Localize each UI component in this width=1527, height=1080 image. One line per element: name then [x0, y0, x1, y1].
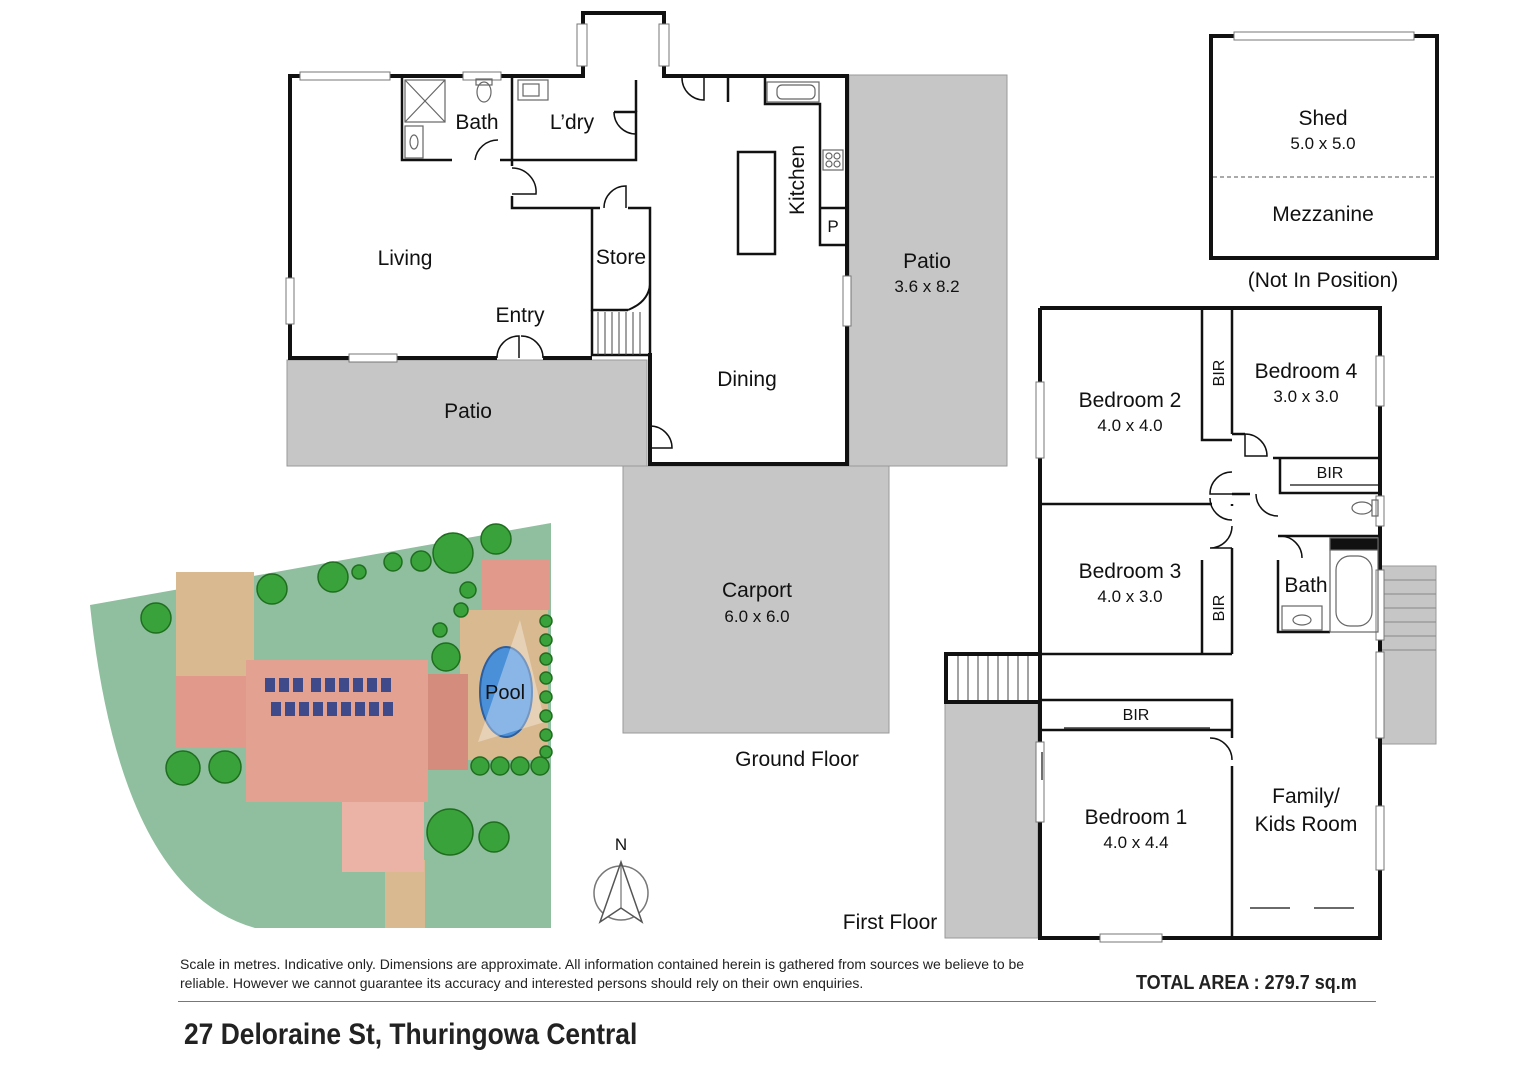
shed-dims: 5.0 x 5.0	[1290, 134, 1355, 153]
ground-windows	[285, 23, 852, 363]
patio-front-area	[286, 359, 648, 467]
bedroom-1-dims: 4.0 x 4.4	[1103, 833, 1168, 852]
shed-note: (Not In Position)	[1248, 269, 1399, 292]
shed-window	[1233, 31, 1415, 41]
total-area-unit: sq.m	[1314, 972, 1357, 994]
ground-walls	[288, 11, 849, 466]
bir-markers	[1041, 330, 1378, 909]
entry-label: Entry	[495, 304, 545, 327]
bedroom-4-dims: 3.0 x 3.0	[1273, 387, 1338, 406]
living-label: Living	[378, 247, 433, 270]
first-windows	[1035, 355, 1385, 943]
external-stairs	[1379, 565, 1437, 745]
bir-label-bed4: BIR	[1317, 465, 1344, 482]
total-area-value: 279.7	[1264, 972, 1310, 994]
ground-inner-walls	[400, 78, 847, 357]
solar-panels	[265, 678, 393, 716]
pool-shade-sail	[478, 620, 545, 742]
first-floor-label: First Floor	[843, 911, 938, 934]
bedroom-2-label: Bedroom 2	[1079, 389, 1182, 412]
mezzanine-label: Mezzanine	[1272, 203, 1374, 226]
bedroom-4-label: Bedroom 4	[1255, 360, 1358, 383]
shed-label: Shed	[1298, 107, 1347, 130]
ground-stairs	[597, 312, 641, 355]
first-stairs	[957, 656, 1029, 700]
roof-east	[428, 674, 468, 770]
patio-side-area	[848, 74, 1008, 467]
bedroom-2-dims: 4.0 x 4.0	[1097, 416, 1162, 435]
garden-shrubs	[140, 523, 553, 856]
family-label-line1: Family/	[1272, 785, 1340, 808]
ground-fixtures	[404, 78, 844, 171]
pool-label: Pool	[485, 682, 525, 704]
compass-north-label: N	[615, 835, 627, 854]
bir-label-bed3: BIR	[1211, 595, 1228, 622]
bir-label-bed2: BIR	[1211, 360, 1228, 387]
external-stair-treads	[1380, 579, 1436, 651]
laundry-label: L’dry	[550, 111, 595, 134]
ground-floor: Bath L’dry Kitchen P Living Store Entry …	[285, 11, 1008, 771]
ground-doors	[474, 77, 705, 449]
ground-floor-label: Ground Floor	[735, 748, 859, 771]
kitchen-label: Kitchen	[786, 145, 809, 215]
first-doors	[1209, 433, 1303, 761]
first-walls	[944, 306, 1382, 940]
bath-first-label: Bath	[1284, 574, 1327, 597]
disclaimer-text: Scale in metres. Indicative only. Dimens…	[180, 956, 1025, 991]
total-area-label: TOTAL AREA :	[1136, 972, 1260, 994]
pool-shape	[479, 646, 533, 738]
bedroom-1-label: Bedroom 1	[1085, 806, 1188, 829]
family-label-line2: Kids Room	[1255, 813, 1358, 836]
bir-label-bed1: BIR	[1123, 707, 1150, 724]
pantry-label: P	[827, 217, 838, 236]
carport-dims: 6.0 x 6.0	[724, 607, 789, 626]
patio-front-label: Patio	[444, 400, 492, 423]
bath-ground-label: Bath	[455, 111, 498, 134]
property-address: 27 Deloraine St, Thuringowa Central	[184, 1018, 638, 1051]
store-label: Store	[596, 246, 646, 269]
roof-porch	[342, 802, 424, 872]
first-fixtures	[1281, 499, 1379, 633]
dining-label: Dining	[717, 368, 777, 391]
first-floor-deck	[944, 701, 1039, 939]
patio-side-dims: 3.6 x 8.2	[894, 277, 959, 296]
bedroom-3-label: Bedroom 3	[1079, 560, 1182, 583]
bedroom-3-dims: 4.0 x 3.0	[1097, 587, 1162, 606]
shed-plan: Shed 5.0 x 5.0 Mezzanine (Not In Positio…	[1209, 31, 1439, 292]
carport-label: Carport	[722, 579, 792, 602]
store-curve	[627, 284, 651, 311]
patio-side-label: Patio	[903, 250, 951, 273]
roof-shed	[482, 560, 550, 610]
total-area: TOTAL AREA : 279.7 sq.m	[1136, 972, 1357, 995]
north-compass: N	[593, 835, 649, 924]
roof-centre	[246, 660, 428, 802]
first-floor: Bedroom 2 4.0 x 4.0 Bedroom 4 3.0 x 3.0 …	[843, 306, 1437, 943]
site-plan: Pool	[90, 523, 553, 928]
footer-divider	[178, 1001, 1376, 1002]
